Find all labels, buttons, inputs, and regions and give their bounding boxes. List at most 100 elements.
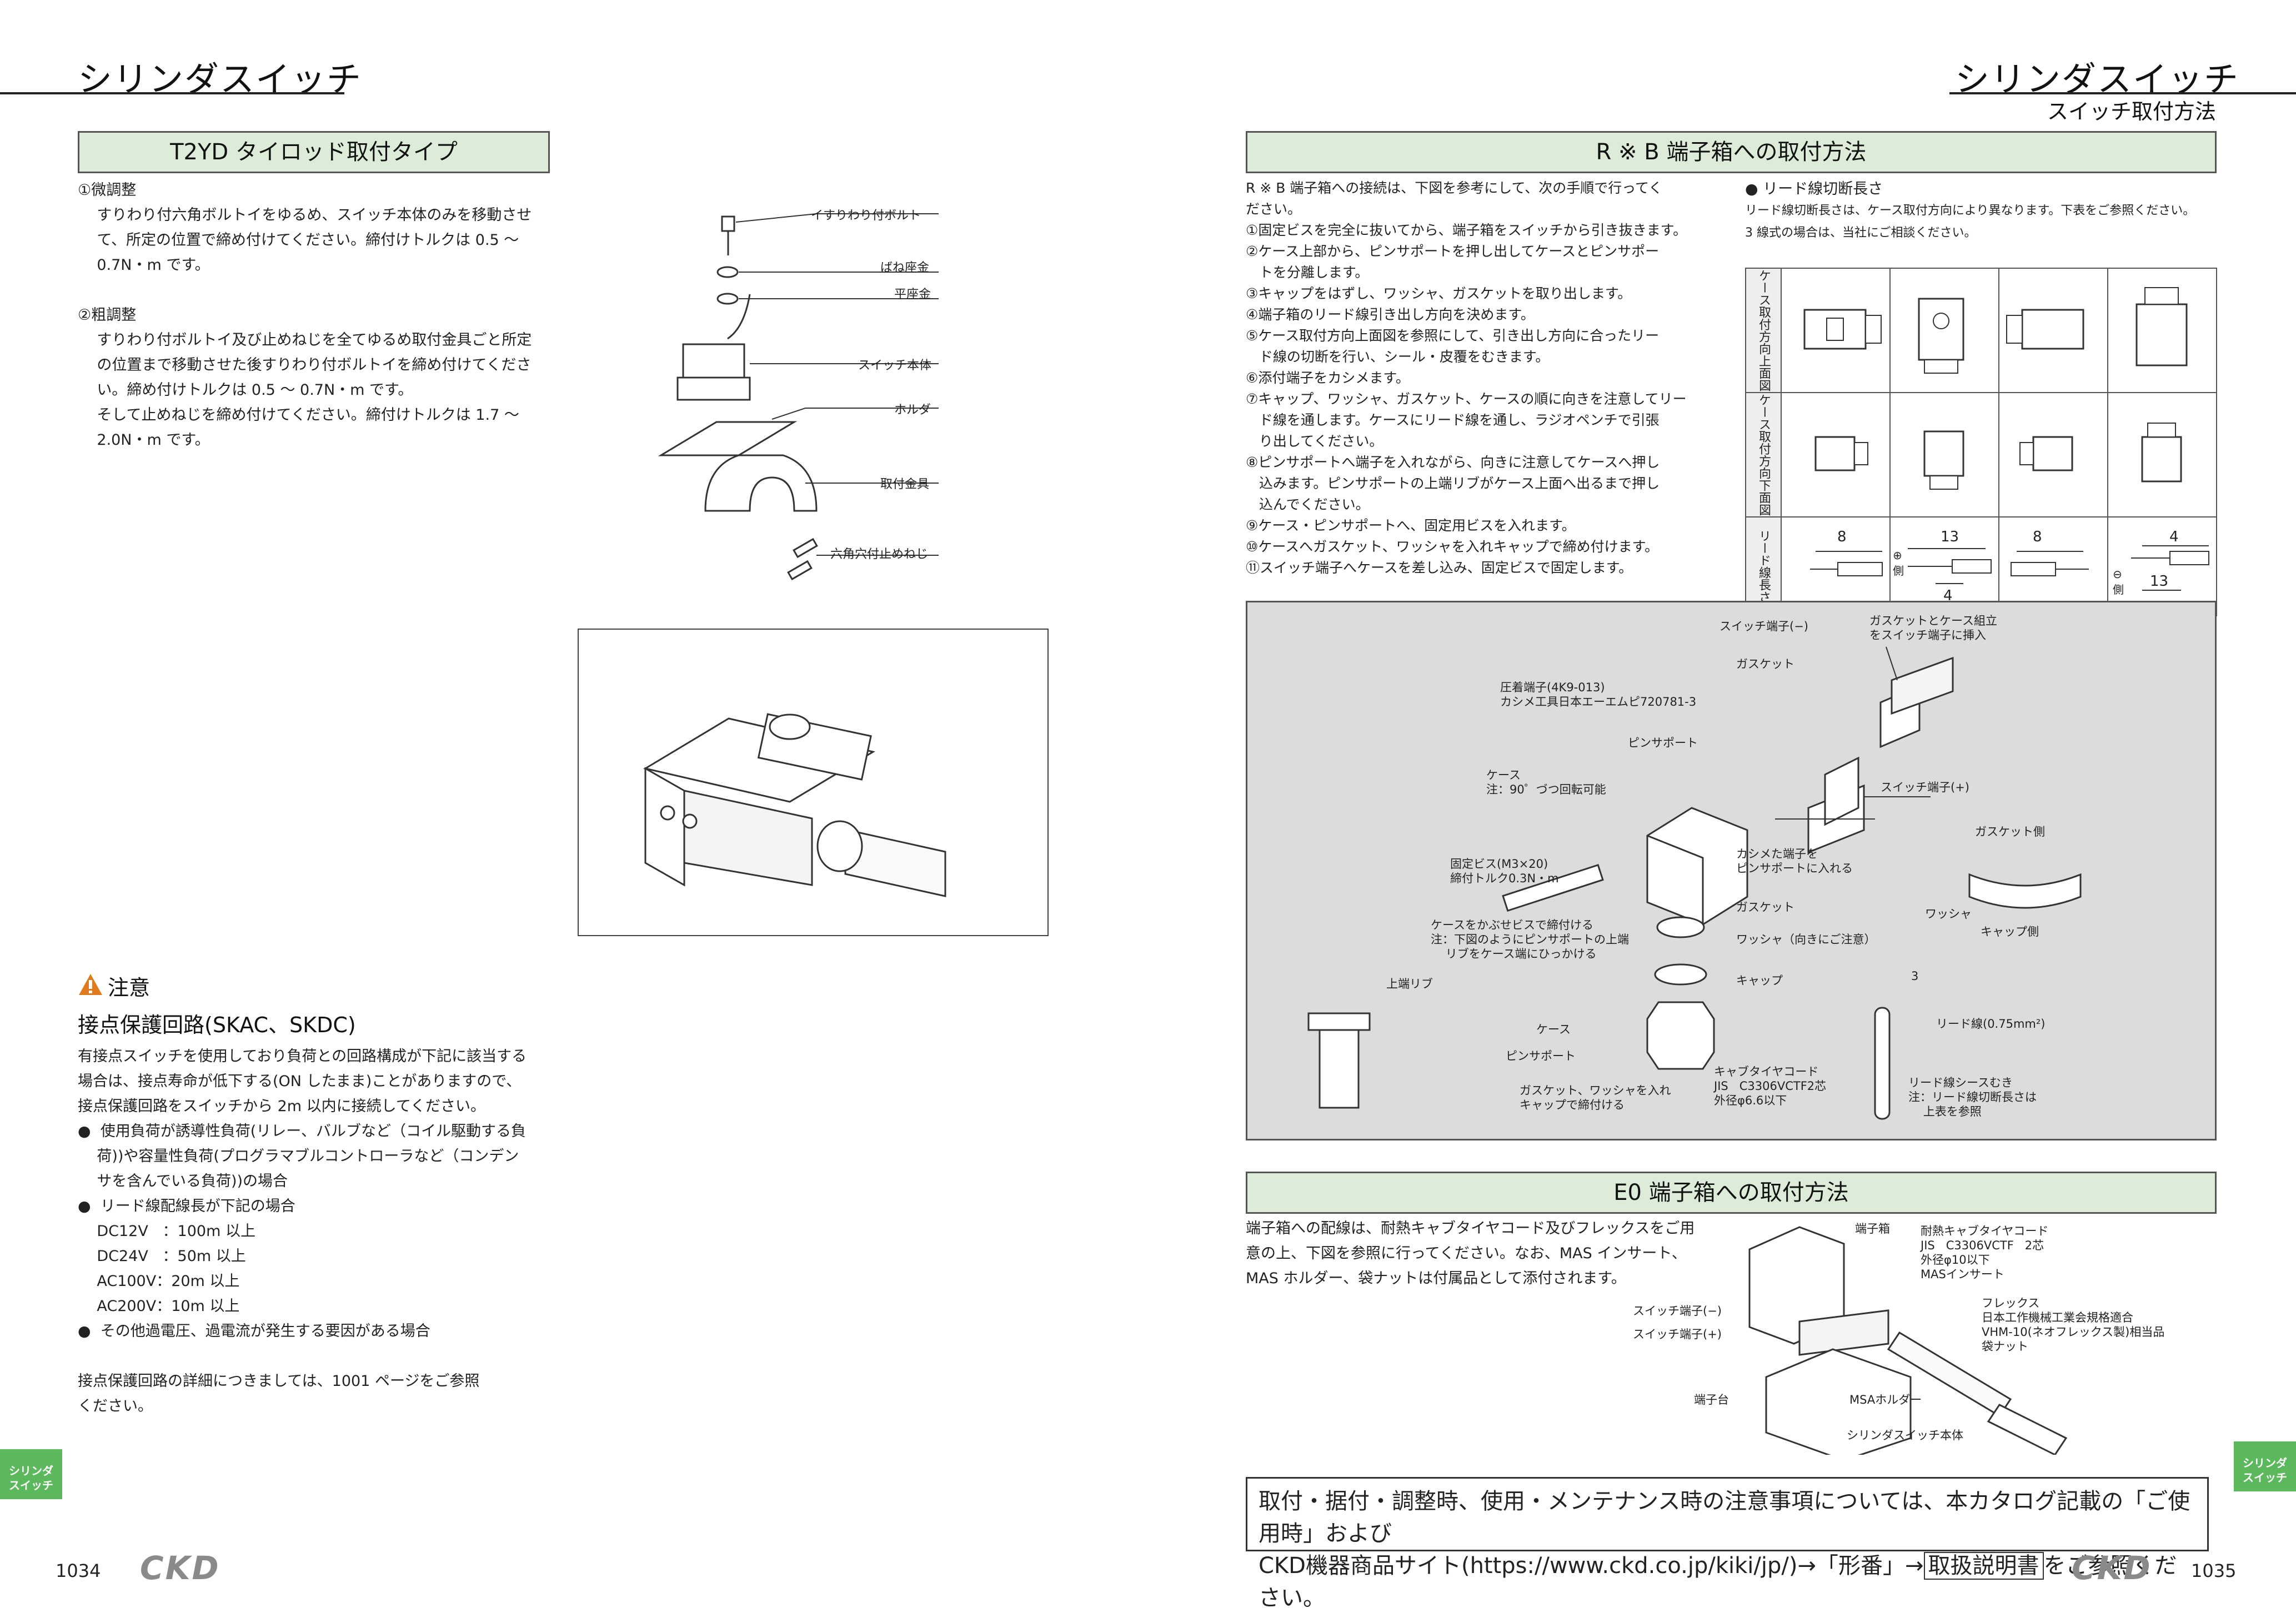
cell-length-2: ⊕側 13 4 <box>1889 516 1999 616</box>
cell-top-4 <box>2107 268 2217 393</box>
notice-line-2a: CKD機器商品サイト(https://www.ckd.co.jp/kiki/jp… <box>1259 1553 1924 1579</box>
notice-line-2: CKD機器商品サイト(https://www.ckd.co.jp/kiki/jp… <box>1259 1550 2196 1614</box>
e0-lbl-flex: フレックス 日本工作機械工業会規格適合 VHM-10(ネオフレックス製)相当品 … <box>1982 1297 2165 1353</box>
part-label-flat-washer: 平座金 <box>894 288 931 302</box>
ckd-logo-left: CKD <box>140 1549 220 1587</box>
page-subtitle-right: スイッチ取付方法 <box>2047 99 2217 124</box>
cell-length-4: ⊖側 4 13 <box>2107 516 2217 616</box>
lead-cut-title: ● リード線切断長さ <box>1745 180 1883 198</box>
cell-length-1: 8 <box>1781 516 1891 616</box>
e0-lbl-terminal-box: 端子箱 <box>1855 1222 1890 1235</box>
e0-lbl-base: 端子台 <box>1694 1393 1729 1406</box>
lbl-cap: キャップ <box>1736 974 1783 987</box>
lbl-case: ケース 注：90゜づつ回転可能 <box>1486 768 1606 796</box>
lbl-lead-wire: リード線(0.75mm²) <box>1936 1017 2046 1031</box>
cell-bottom-1 <box>1781 392 1891 517</box>
header-rule-right <box>1949 92 2296 94</box>
e0-lbl-msa-holder: MSAホルダー <box>1849 1393 1922 1406</box>
lbl-washer-ref: ワッシャ <box>1925 907 1972 921</box>
row-label-top: ケース取付方向上面図 <box>1745 268 1782 393</box>
table-row-bottom-view: ケース取付方向下面図 <box>1745 392 2217 517</box>
table-row-top-view: ケース取付方向上面図 <box>1745 268 2217 393</box>
lbl-crimped-terminal: カシメた端子を ピンサポートに入れる <box>1736 847 1853 875</box>
cell-top-3 <box>1998 268 2108 393</box>
lbl-crimp-terminal: 圧着端子(4K9-013) カシメ工具日本エーエムピ720781-3 <box>1500 681 1697 709</box>
lbl-case-2: ケース <box>1536 1023 1571 1036</box>
caution-subtitle: 接点保護回路(SKAC、SKDC) <box>78 1013 356 1037</box>
e0-instructions: 端子箱への配線は、耐熱キャブタイヤコード及びフレックスをご用 意の上、下図を参照… <box>1246 1220 1695 1287</box>
cell-length-3: 8 <box>1998 516 2108 616</box>
section-title-e0: E0 端子箱への取付方法 <box>1246 1172 2217 1214</box>
hex-bolt-shape <box>721 215 735 232</box>
caution-title: 注意 <box>108 976 151 1000</box>
cell-bottom-4 <box>2107 392 2217 517</box>
lbl-fixing-screw: 固定ビス(M3×20) 締付トルク0.3N・m <box>1450 857 1559 885</box>
rb-assembly-diagram: スイッチ端子(−) ガスケットとケース組立 をスイッチ端子に挿入 ガスケット 圧… <box>1246 601 2217 1140</box>
cell-bottom-2 <box>1889 392 1999 517</box>
dim-length-2a: 13 <box>1941 529 1959 545</box>
lbl-cabtire-cord: キャブタイヤコード JIS C3306VCTF2芯 外径φ6.6以下 <box>1714 1065 1827 1107</box>
lbl-pin-support: ピンサポート <box>1628 736 1698 750</box>
e0-assembly-drawing <box>1748 1226 2068 1455</box>
part-label-switch-body: スイッチ本体 <box>858 359 932 373</box>
e0-lbl-switch-body: シリンダスイッチ本体 <box>1847 1429 1963 1442</box>
part-label-spring-washer: ばね座金 <box>880 261 930 275</box>
dim-length-4b: 13 <box>2150 573 2169 590</box>
warning-icon <box>79 974 102 995</box>
rb-assembly-drawing <box>1307 646 2082 1120</box>
lbl-gasket-washer: ガスケット、ワッシャを入れ キャップで締付ける <box>1520 1084 1671 1112</box>
lbl-sheath: リード線シースむき 注：リード線切断長さは 上表を参照 <box>1908 1076 2037 1118</box>
part-label-holder: ホルダ <box>894 403 931 417</box>
dim-side-minus: ⊖側 <box>2113 567 2124 596</box>
section-title-rb: R ※ B 端子箱への取付方法 <box>1246 131 2217 173</box>
part-label-bolt: イすりわり付ボルト <box>811 209 921 223</box>
lbl-top-rib: 上端リブ <box>1386 977 1433 991</box>
row-label-length: リード線長さ <box>1745 516 1782 616</box>
notice-line-1: 取付・据付・調整時、使用・メンテナンス時の注意事項については、本カタログ記載の「… <box>1259 1489 2190 1546</box>
usage-notice: 取付・据付・調整時、使用・メンテナンス時の注意事項については、本カタログ記載の「… <box>1246 1477 2209 1611</box>
lbl-case-note: ケースをかぶせビスで締付ける 注：下図のようにピンサポートの上端 リブをケース端… <box>1431 918 1629 961</box>
rb-instructions: R ※ B 端子箱への接続は、下図を参考にして、次の手順で行ってく ださい。 ①… <box>1246 180 1687 576</box>
lead-cut-note: リード線切断長さは、ケース取付方向により異なります。下表をご参照ください。 3 … <box>1745 204 2195 240</box>
table-row-lead-length: リード線長さ 8 ⊕側 13 4 8 ⊖側 4 13 <box>1745 516 2217 616</box>
row-label-bottom: ケース取付方向下面図 <box>1745 392 1782 517</box>
t2yd-instructions: ①微調整 すりわり付六角ボルトイをゆるめ、スイッチ本体のみを移動させ て、所定の… <box>78 182 532 449</box>
cell-top-1 <box>1781 268 1891 393</box>
part-label-set-screw: 六角穴付止めねじ <box>830 547 929 561</box>
part-label-bracket: 取付金具 <box>880 478 930 491</box>
manual-link[interactable]: 取扱説明書 <box>1923 1552 2044 1580</box>
ckd-logo-right: CKD <box>2072 1549 2152 1587</box>
lbl-gasket-case-assy: ガスケットとケース組立 をスイッチ端子に挿入 <box>1869 614 1997 642</box>
assembled-drawing <box>643 713 946 897</box>
cell-bottom-3 <box>1998 392 2108 517</box>
section-title-t2yd: T2YD タイロッド取付タイプ <box>78 131 550 173</box>
caution-body: 有接点スイッチを使用しており負荷との回路構成が下記に該当する 場合は、接点寿命が… <box>78 1048 527 1415</box>
lbl-dim-3: 3 <box>1911 969 1919 983</box>
lbl-gasket-side: ガスケット側 <box>1975 825 2045 838</box>
header-rule-left <box>0 92 344 94</box>
side-tab-left[interactable]: シリンダ スイッチ <box>0 1449 62 1499</box>
cell-top-2 <box>1889 268 1999 393</box>
dim-length-1a: 8 <box>1837 529 1847 545</box>
e0-lbl-switch-plus: スイッチ端子(+) <box>1633 1328 1722 1341</box>
t2yd-exploded-drawing <box>658 213 939 581</box>
assembled-drawing-frame <box>578 629 1049 936</box>
lbl-cap-side: キャップ側 <box>1981 925 2039 938</box>
e0-lbl-cord: 耐熱キャブタイヤコード JIS C3306VCTF 2芯 外径φ10以下 MAS… <box>1921 1224 2049 1281</box>
lead-cut-table: ケース取付方向上面図 ケース取付方向下面図 リード線長さ 8 ⊕側 13 4 8… <box>1745 268 2217 616</box>
dim-length-2b: 4 <box>1943 587 1953 604</box>
dim-length-4a: 4 <box>2169 529 2179 545</box>
dim-length-3a: 8 <box>2033 529 2042 545</box>
side-tab-right[interactable]: シリンダ スイッチ <box>2234 1441 2296 1491</box>
e0-lbl-switch-minus: スイッチ端子(−) <box>1633 1304 1722 1318</box>
lbl-gasket-1: ガスケット <box>1736 657 1794 671</box>
page-number-left: 1034 <box>56 1560 101 1581</box>
lbl-switch-terminal-minus: スイッチ端子(−) <box>1720 620 1808 633</box>
lbl-pin-support-2: ピンサポート <box>1506 1049 1576 1063</box>
lbl-gasket-2: ガスケット <box>1736 901 1794 914</box>
notice-line-2b: をご参照ください。 <box>1259 1553 2177 1611</box>
lbl-washer: ワッシャ（向きにご注意） <box>1736 933 1876 946</box>
page-number-right: 1035 <box>2191 1560 2237 1581</box>
lbl-switch-terminal-plus: スイッチ端子(+) <box>1881 781 1969 794</box>
dim-side-plus: ⊕側 <box>1893 549 1904 577</box>
